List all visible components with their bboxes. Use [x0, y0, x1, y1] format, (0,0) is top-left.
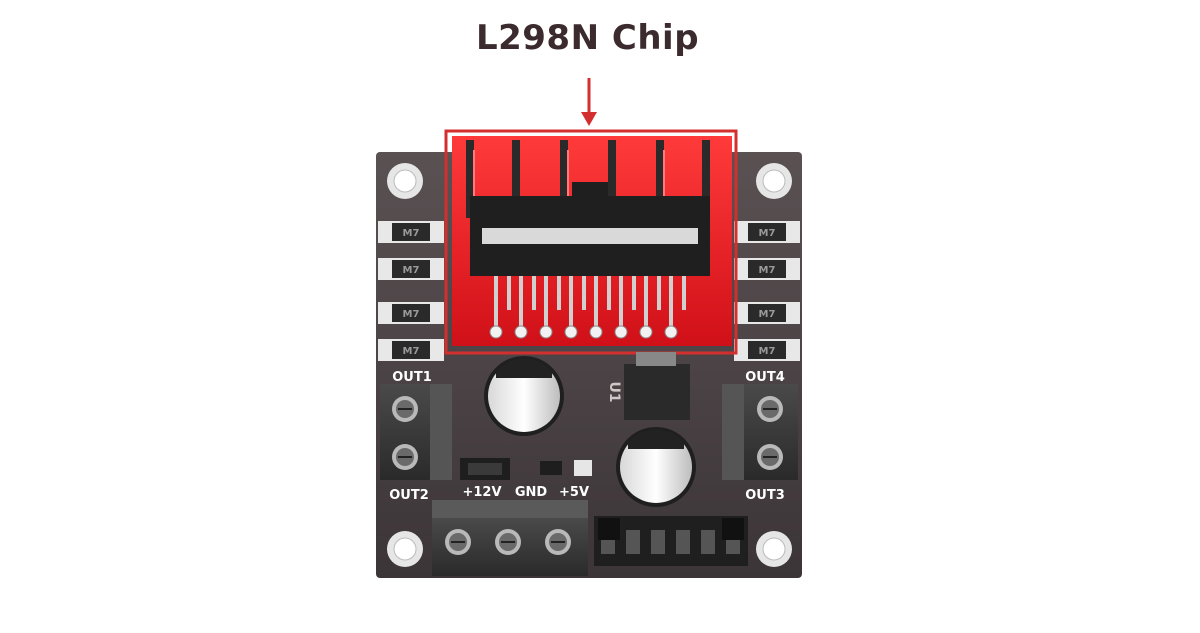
capacitor-1: [484, 356, 564, 436]
diode-mark: M7: [759, 265, 776, 276]
control-header: [594, 516, 748, 566]
diode-mark: M7: [403, 265, 420, 276]
screw-terminal-left: [380, 384, 452, 480]
label-12v: +12V: [462, 485, 501, 500]
label-gnd: GND: [515, 485, 548, 500]
heatsink: [452, 136, 732, 346]
diode-mark: M7: [759, 309, 776, 320]
label-out1: OUT1: [392, 370, 432, 385]
diode-mark: M7: [403, 228, 420, 239]
label-u1: U1: [606, 381, 622, 402]
jumper-12v: [460, 458, 510, 480]
screw-terminal-right: [722, 384, 798, 480]
power-screw-terminal: [432, 500, 588, 576]
diode-mark: M7: [403, 309, 420, 320]
callout-arrow: [581, 78, 597, 126]
smd-resistor: [540, 461, 562, 475]
chip-pins: [494, 276, 686, 330]
label-out4: OUT4: [745, 370, 785, 385]
diode-mark: M7: [759, 346, 776, 357]
chip-callout-title: L298N Chip: [475, 18, 700, 58]
capacitor-2: [616, 427, 696, 507]
voltage-regulator: [624, 364, 690, 420]
diode-mark: M7: [403, 346, 420, 357]
label-out2: OUT2: [389, 488, 429, 503]
power-led: [574, 460, 592, 476]
diode-mark: M7: [759, 228, 776, 239]
mounting-holes: [387, 163, 792, 567]
diodes-right: M7 M7 M7 M7: [734, 221, 800, 361]
diodes-left: M7 M7 M7 M7: [378, 221, 444, 361]
chip-highlight-box: [444, 129, 738, 355]
label-5v: +5V: [559, 485, 589, 500]
label-out3: OUT3: [745, 488, 785, 503]
